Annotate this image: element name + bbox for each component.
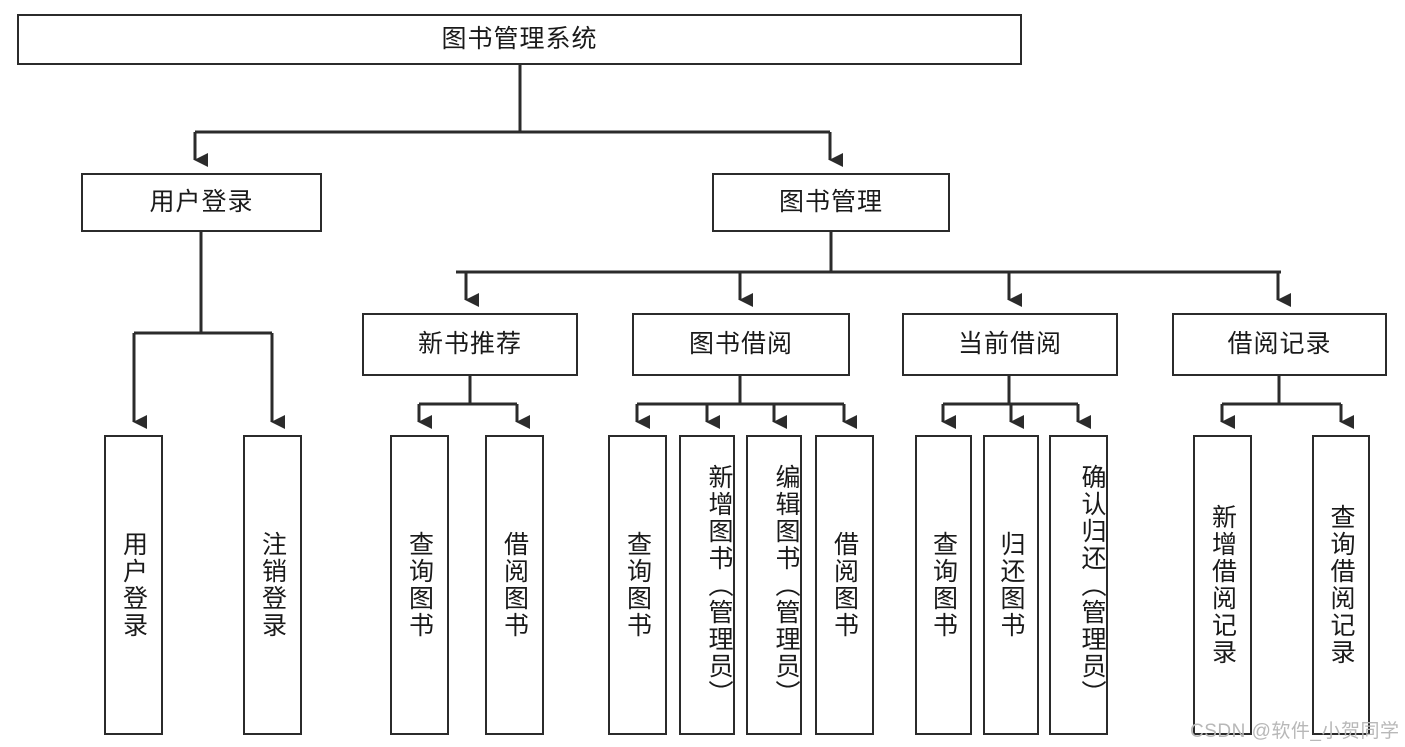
leaf-user-login-login[interactable]: 用户登录 (104, 435, 163, 735)
csdn-watermark: CSDN @软件_小贺同学 (1190, 721, 1400, 742)
leaf-borrow-add-book-admin[interactable]: 新增图书（管理员） (679, 435, 735, 735)
node-borrow-record[interactable]: 借阅记录 (1172, 313, 1387, 376)
leaf-recommend-query-book[interactable]: 查询图书 (390, 435, 449, 735)
node-book-management[interactable]: 图书管理 (712, 173, 950, 232)
leaf-current-query-book[interactable]: 查询图书 (915, 435, 972, 735)
node-book-borrow[interactable]: 图书借阅 (632, 313, 850, 376)
leaf-current-return-book[interactable]: 归还图书 (983, 435, 1039, 735)
leaf-borrow-edit-book-admin[interactable]: 编辑图书（管理员） (746, 435, 802, 735)
node-user-login[interactable]: 用户登录 (81, 173, 322, 232)
leaf-record-add-record[interactable]: 新增借阅记录 (1193, 435, 1252, 735)
node-current-borrow[interactable]: 当前借阅 (902, 313, 1118, 376)
leaf-recommend-borrow-book[interactable]: 借阅图书 (485, 435, 544, 735)
node-new-book-recommend[interactable]: 新书推荐 (362, 313, 578, 376)
leaf-current-confirm-return-admin[interactable]: 确认归还（管理员） (1049, 435, 1108, 735)
leaf-borrow-query-book[interactable]: 查询图书 (608, 435, 667, 735)
leaf-user-login-logout[interactable]: 注销登录 (243, 435, 302, 735)
leaf-borrow-borrow-book[interactable]: 借阅图书 (815, 435, 874, 735)
leaf-record-query-record[interactable]: 查询借阅记录 (1312, 435, 1370, 735)
node-root-system[interactable]: 图书管理系统 (17, 14, 1022, 65)
